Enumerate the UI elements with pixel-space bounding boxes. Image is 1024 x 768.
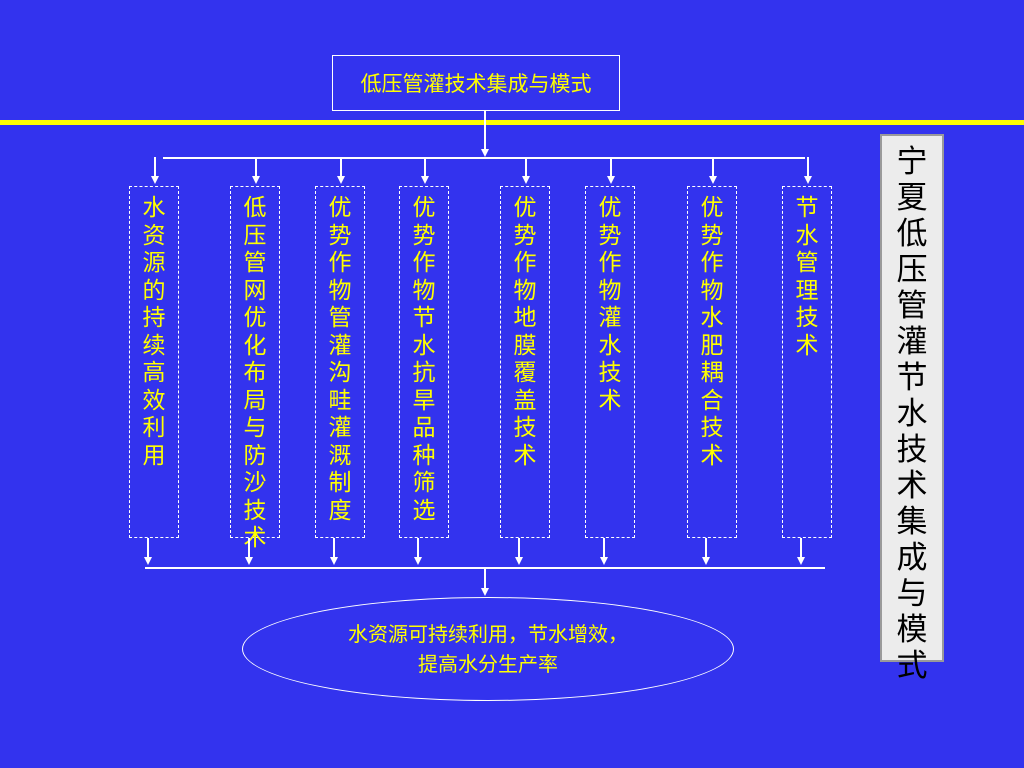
technique-label: 优势作物灌水技术 [598, 195, 622, 414]
technique-label: 水资源的持续高效利用 [142, 195, 166, 469]
column-arrow-top [151, 176, 159, 184]
top-connector [484, 111, 486, 151]
technique-label: 低压管网优化布局与防沙技术 [243, 195, 267, 551]
column-connector-bottom [518, 538, 520, 558]
column-arrow-top [252, 176, 260, 184]
outcome-line-1: 水资源可持续利用，节水增效， [348, 622, 628, 646]
column-arrow-bottom [600, 557, 608, 565]
column-arrow-bottom [797, 557, 805, 565]
technique-label: 优势作物地膜覆盖技术 [513, 195, 537, 469]
column-arrow-bottom [702, 557, 710, 565]
column-arrow-bottom [515, 557, 523, 565]
column-arrow-top [421, 176, 429, 184]
outcome-ellipse: 水资源可持续利用，节水增效， 提高水分生产率 [242, 597, 734, 701]
bottom-arrow [481, 588, 489, 596]
technique-column: 水资源的持续高效利用 [129, 186, 179, 538]
column-connector-bottom [333, 538, 335, 558]
technique-column: 优势作物节水抗旱品种筛选 [399, 186, 449, 538]
column-connector-bottom [705, 538, 707, 558]
technique-column: 节水管理技术 [782, 186, 832, 538]
column-arrow-top [709, 176, 717, 184]
bottom-connector [484, 567, 486, 589]
technique-label: 优势作物节水抗旱品种筛选 [412, 195, 436, 524]
column-connector-top [424, 157, 426, 177]
technique-column: 优势作物水肥耦合技术 [687, 186, 737, 538]
column-arrow-top [804, 176, 812, 184]
column-connector-top [340, 157, 342, 177]
column-connector-top [712, 157, 714, 177]
column-connector-bottom [147, 538, 149, 558]
column-connector-top [154, 157, 156, 177]
column-connector-top [610, 157, 612, 177]
top-title-box: 低压管灌技术集成与模式 [332, 55, 620, 111]
column-arrow-top [522, 176, 530, 184]
column-connector-top [255, 157, 257, 177]
distribution-bar [163, 157, 805, 159]
column-connector-bottom [417, 538, 419, 558]
column-connector-top [525, 157, 527, 177]
technique-column: 优势作物地膜覆盖技术 [500, 186, 550, 538]
top-arrow [481, 149, 489, 157]
column-connector-top [807, 157, 809, 177]
column-connector-bottom [800, 538, 802, 558]
outcome-line-2: 提高水分生产率 [418, 652, 558, 676]
side-title: 宁夏低压管灌节水技术集成与模式 [896, 144, 928, 684]
technique-column: 优势作物管灌沟畦灌溉制度 [315, 186, 365, 538]
column-arrow-bottom [245, 557, 253, 565]
technique-label: 节水管理技术 [795, 195, 819, 359]
technique-column: 优势作物灌水技术 [585, 186, 635, 538]
column-connector-bottom [603, 538, 605, 558]
column-connector-bottom [248, 538, 250, 558]
column-arrow-bottom [144, 557, 152, 565]
technique-column: 低压管网优化布局与防沙技术 [230, 186, 280, 551]
column-arrow-bottom [414, 557, 422, 565]
technique-label: 优势作物水肥耦合技术 [700, 195, 724, 469]
side-title-box: 宁夏低压管灌节水技术集成与模式 [880, 134, 944, 684]
top-title: 低压管灌技术集成与模式 [360, 72, 592, 96]
technique-label: 优势作物管灌沟畦灌溉制度 [328, 195, 352, 524]
column-arrow-bottom [330, 557, 338, 565]
yellow-divider-line [0, 120, 1024, 125]
column-arrow-top [337, 176, 345, 184]
column-arrow-top [607, 176, 615, 184]
